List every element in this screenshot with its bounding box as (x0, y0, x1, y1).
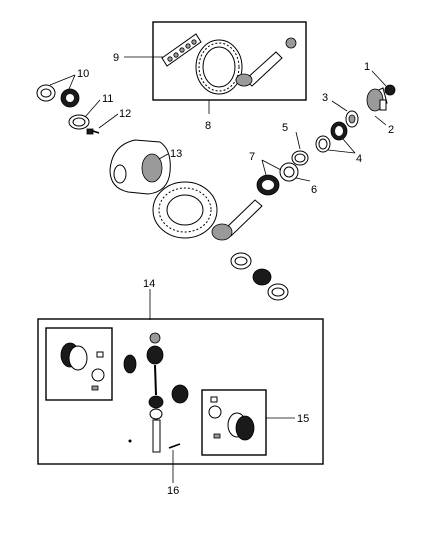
clutch-pack-left (60, 342, 105, 391)
differential-kit-box (37, 318, 324, 465)
callout-11: 11 (102, 93, 113, 105)
callout-14: 14 (143, 278, 155, 290)
callout-10: 10 (77, 68, 89, 80)
pinion-gear-in-kit (235, 37, 297, 87)
clutch-pack-left-box (45, 327, 113, 401)
callout-13: 13 (170, 148, 182, 160)
callout-3: 3 (322, 92, 328, 104)
ring-pinion-kit-box (152, 21, 307, 101)
callout-12: 12 (119, 108, 131, 120)
ring-gear-bolt (86, 128, 100, 135)
ring-gear-in-kit (195, 39, 243, 95)
differential-case (109, 139, 171, 195)
pinion-nut (384, 84, 396, 96)
clutch-pack-right (208, 396, 255, 441)
callout-2: 2 (388, 124, 394, 136)
callout-9: 9 (113, 52, 119, 64)
thrust-button (168, 443, 181, 449)
oil-slinger (230, 252, 252, 270)
callout-7: 7 (249, 151, 255, 163)
pinion-yoke (366, 87, 388, 112)
differential-internals (123, 332, 189, 453)
drive-pinion (211, 199, 263, 241)
callout-15: 15 (297, 413, 309, 425)
callout-16: 16 (167, 485, 179, 497)
callout-4: 4 (356, 153, 362, 165)
side-bearing-shim (68, 114, 90, 130)
callout-1: 1 (364, 61, 370, 73)
pinion-depth-shim (279, 162, 299, 182)
callout-8: 8 (205, 120, 211, 132)
callout-6: 6 (311, 184, 317, 196)
bearing-cone (252, 268, 289, 301)
pinion-bearing-inner (256, 174, 280, 196)
ring-gear (152, 181, 218, 239)
collapsible-spacer (291, 150, 309, 166)
pinion-bearing-outer (330, 121, 348, 141)
clutch-pack-right-box (201, 389, 267, 456)
bearing-cup-outer (315, 135, 331, 153)
shim-pack (161, 33, 202, 67)
side-bearing (36, 84, 80, 108)
pinion-seal (345, 110, 359, 128)
callout-5: 5 (282, 122, 288, 134)
